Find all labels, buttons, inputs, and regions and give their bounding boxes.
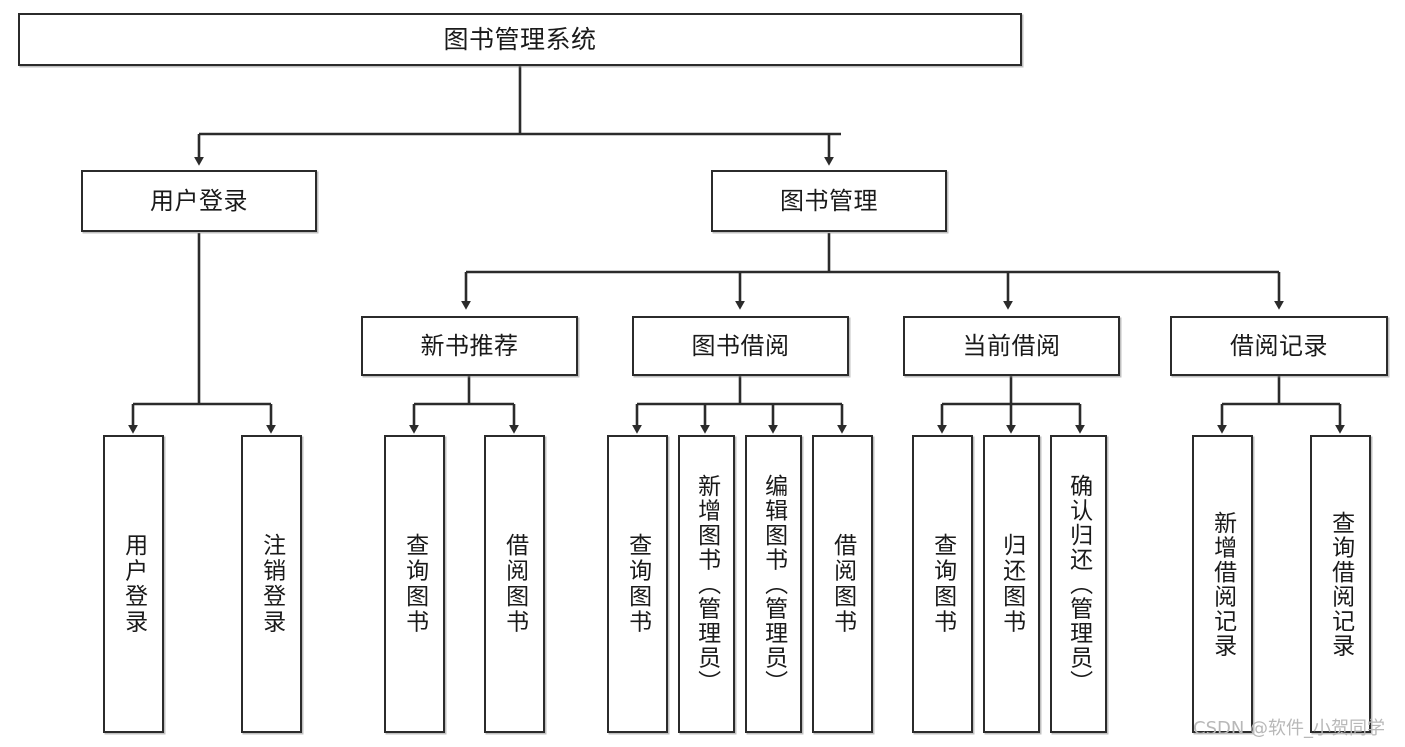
node-leaf-user-login-label: 用户登录 (120, 533, 147, 635)
node-leaf-query-book-1-label: 查询图书 (401, 533, 428, 635)
node-leaf-borrow-book-2-label: 借阅图书 (829, 533, 856, 635)
node-borrow-record[interactable]: 借阅记录 (1170, 316, 1388, 376)
node-user-login-label: 用户登录 (150, 186, 248, 215)
node-leaf-add-book[interactable]: 新增图书（管理员） (678, 435, 735, 733)
node-leaf-user-login[interactable]: 用户登录 (103, 435, 164, 733)
node-book-manage[interactable]: 图书管理 (711, 170, 947, 232)
node-leaf-add-book-label: 新增图书（管理员） (693, 473, 720, 695)
node-leaf-return-book[interactable]: 归还图书 (983, 435, 1040, 733)
node-book-borrow-label: 图书借阅 (691, 331, 790, 360)
node-leaf-query-book-2-label: 查询图书 (624, 533, 651, 635)
node-leaf-logout[interactable]: 注销登录 (241, 435, 302, 733)
node-leaf-query-book-1[interactable]: 查询图书 (384, 435, 445, 733)
node-leaf-borrow-book-1-label: 借阅图书 (501, 533, 528, 635)
node-leaf-confirm-return[interactable]: 确认归还（管理员） (1050, 435, 1107, 733)
node-leaf-edit-book[interactable]: 编辑图书（管理员） (745, 435, 802, 733)
node-root[interactable]: 图书管理系统 (18, 13, 1022, 66)
node-leaf-query-book-3[interactable]: 查询图书 (912, 435, 973, 733)
node-leaf-logout-label: 注销登录 (258, 533, 285, 635)
node-book-manage-label: 图书管理 (780, 186, 878, 215)
node-leaf-borrow-book-2[interactable]: 借阅图书 (812, 435, 873, 733)
node-current-borrow[interactable]: 当前借阅 (903, 316, 1120, 376)
watermark-text: CSDN @软件_小贺同学 (1193, 718, 1386, 739)
node-leaf-query-record-label: 查询借阅记录 (1327, 510, 1354, 658)
node-user-login[interactable]: 用户登录 (81, 170, 317, 232)
node-leaf-confirm-return-label: 确认归还（管理员） (1065, 473, 1092, 695)
node-leaf-borrow-book-1[interactable]: 借阅图书 (484, 435, 545, 733)
node-leaf-query-book-2[interactable]: 查询图书 (607, 435, 668, 733)
node-leaf-add-record[interactable]: 新增借阅记录 (1192, 435, 1253, 733)
node-book-borrow[interactable]: 图书借阅 (632, 316, 849, 376)
node-new-book-rec[interactable]: 新书推荐 (361, 316, 578, 376)
node-current-borrow-label: 当前借阅 (962, 331, 1061, 360)
node-leaf-query-book-3-label: 查询图书 (929, 533, 956, 635)
node-leaf-return-book-label: 归还图书 (998, 533, 1025, 635)
node-root-label: 图书管理系统 (443, 24, 597, 54)
node-leaf-add-record-label: 新增借阅记录 (1209, 510, 1236, 658)
node-new-book-rec-label: 新书推荐 (420, 331, 519, 360)
node-borrow-record-label: 借阅记录 (1230, 331, 1328, 360)
node-leaf-query-record[interactable]: 查询借阅记录 (1310, 435, 1371, 733)
node-leaf-edit-book-label: 编辑图书（管理员） (760, 473, 787, 695)
